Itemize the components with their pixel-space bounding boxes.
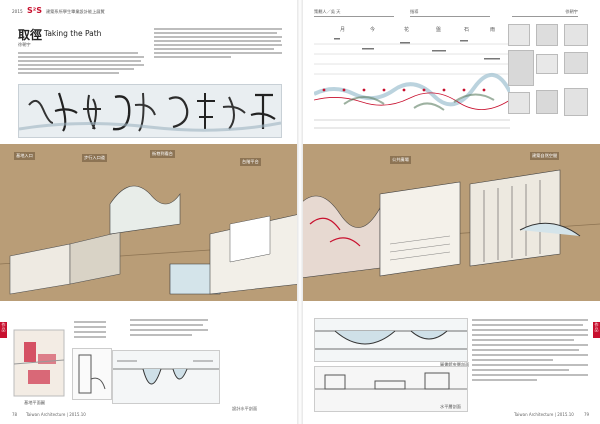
callout-label: 台階平台: [240, 158, 261, 166]
section-drawing-small: [72, 348, 112, 400]
caption-library-section: 圖書館夾層剖面: [440, 362, 470, 367]
month-label: 盤: [436, 27, 442, 33]
caption-section-left: 設計水平剖面: [232, 406, 258, 411]
tab-curator: 策劃人／吳 天: [314, 9, 394, 17]
month-label: 今: [370, 27, 376, 33]
page-number-left: 78: [12, 412, 18, 417]
callout-label: 步行入口道: [82, 154, 107, 162]
body-column-1: [18, 50, 144, 80]
caption-horizontal-section: 水平層剖面: [440, 404, 461, 409]
article-title-en: Taking the Path: [44, 29, 102, 38]
month-label: 花: [404, 27, 410, 33]
month-label: 雨: [490, 27, 496, 33]
calligraphy-artwork: [18, 84, 282, 138]
article-title-zh: 取徑: [18, 28, 43, 42]
callout-label: 街巷到看台: [150, 150, 175, 158]
page-number-right: 79: [584, 412, 590, 417]
author: 徐朝宇: [18, 42, 31, 47]
body-bottom-right: [472, 316, 588, 406]
month-diagram: 月 今 花 盤 石 雨: [314, 24, 510, 134]
horizontal-section: [314, 366, 468, 412]
callout-label: 公共廣場: [390, 156, 411, 164]
body-column-2: [154, 26, 282, 80]
section-drawing-left: [112, 350, 220, 404]
month-label: 月: [340, 27, 346, 33]
list-block: [74, 318, 106, 390]
brand-mark: S²S: [27, 6, 43, 15]
spine-gutter: [297, 0, 303, 424]
thumbnail-grid: [508, 24, 588, 132]
publication-right: Taiwan Architecture | 2015.10: [514, 412, 574, 417]
tab-author: 徐朝宇: [512, 9, 578, 17]
callout-label: 建築自然空間: [530, 152, 560, 160]
caption-site-plan: 基地平面圖: [24, 400, 45, 405]
body-bottom-left: [130, 316, 208, 348]
callout-label: 基地入口: [14, 152, 35, 160]
margin-tab-right: 作品: [593, 322, 600, 338]
month-label: 石: [464, 27, 470, 33]
header-year: 2015: [12, 9, 23, 14]
tab-advisor: 指導: [410, 9, 490, 17]
library-section: [314, 318, 468, 362]
series-title: 建築系所學生畢業設計能上展覽: [46, 9, 105, 14]
publication-left: Taiwan Architecture | 2015.10: [26, 412, 86, 417]
site-plan-map: [10, 324, 68, 402]
margin-tab-left: 作品: [0, 322, 7, 338]
